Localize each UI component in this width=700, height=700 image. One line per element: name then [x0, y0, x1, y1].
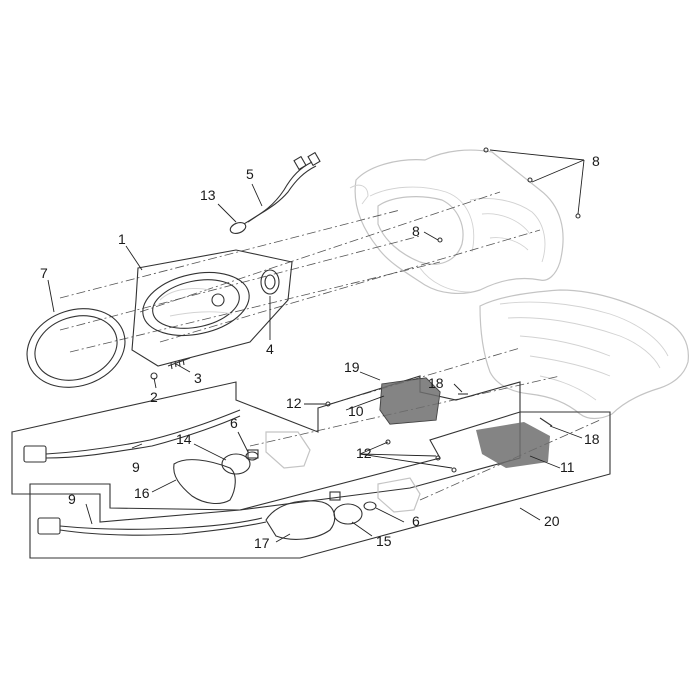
callout-1: 1	[118, 231, 126, 247]
callout-19: 19	[344, 359, 360, 375]
callout-20: 20	[544, 513, 560, 529]
callout-12b: 12	[356, 445, 372, 461]
bulb-holder-14	[221, 449, 259, 475]
lower-front-cover-outline	[479, 289, 689, 420]
tail-lamp-10	[379, 377, 441, 425]
bulb-13	[229, 222, 247, 234]
indicator-wiring-9a	[23, 409, 241, 463]
tail-lamp-11	[476, 422, 550, 468]
leader-lines	[47, 149, 585, 543]
callout-12a: 12	[286, 395, 302, 411]
small-bulbs-6	[245, 451, 377, 511]
indicator-lens-16	[173, 459, 236, 505]
upper-handlebar-cover-outline	[349, 149, 564, 295]
callout-3: 3	[194, 370, 202, 386]
bulb-socket-4	[260, 269, 280, 295]
callout-5: 5	[246, 166, 254, 182]
callout-9a: 9	[132, 459, 140, 475]
callout-15: 15	[376, 533, 392, 549]
callout-18a: 18	[428, 375, 444, 391]
callout-4: 4	[266, 341, 274, 357]
callout-7: 7	[40, 265, 48, 281]
group-frames	[11, 375, 611, 559]
callout-8b: 8	[412, 223, 420, 239]
headlight-frame-7	[26, 308, 126, 388]
callout-14: 14	[176, 431, 192, 447]
indicator-lens-17	[265, 500, 336, 540]
screws-18	[458, 393, 553, 427]
callout-6b: 6	[412, 513, 420, 529]
frame-19	[11, 375, 521, 523]
callout-18b: 18	[584, 431, 600, 447]
callout-17: 17	[254, 535, 270, 551]
callout-11: 11	[560, 459, 575, 475]
callout-labels: 1 2 3 4 5 6 6 7 8 8 9 9 10 11 12 12 13 1…	[40, 153, 600, 551]
screw-3	[167, 357, 191, 370]
frame-20	[29, 411, 611, 559]
callout-16: 16	[134, 485, 150, 501]
bracket-plate-right	[377, 477, 421, 513]
bulb-holder-15	[329, 491, 363, 525]
indicator-wiring-9b	[37, 517, 267, 536]
bulb-wiring-5	[243, 151, 321, 225]
callout-13: 13	[200, 187, 216, 203]
callout-2: 2	[150, 389, 158, 405]
screws-12	[325, 401, 457, 473]
callout-10: 10	[348, 403, 364, 419]
bracket-plate-left	[265, 431, 311, 469]
screws-8	[437, 147, 581, 243]
callout-9b: 9	[68, 491, 76, 507]
callout-6a: 6	[230, 415, 238, 431]
headlight-unit-1	[131, 249, 293, 367]
callout-8a: 8	[592, 153, 600, 169]
